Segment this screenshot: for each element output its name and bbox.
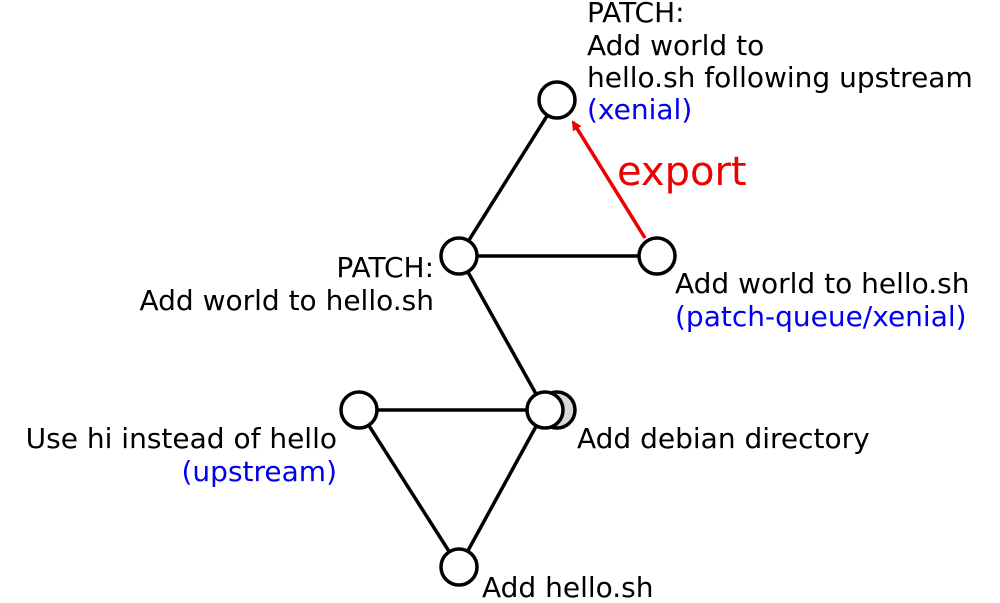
base-label: Add hello.sh bbox=[482, 571, 654, 603]
commit-node-base[interactable] bbox=[439, 547, 479, 587]
export-arrow bbox=[571, 120, 647, 239]
edge-patch-mid-to-patch-top bbox=[457, 99, 559, 257]
commit-node-upstream[interactable] bbox=[339, 390, 379, 430]
patch-mid-label-line2: Add world to hello.sh bbox=[139, 284, 434, 317]
upstream-label-line1: Use hi instead of hello bbox=[26, 422, 337, 455]
export-label: export bbox=[617, 149, 747, 195]
pq-label-line1: Add world to hello.sh bbox=[675, 267, 970, 300]
edge-debian-to-patch-mid bbox=[457, 255, 547, 411]
patch-top-label-line2: Add world to bbox=[587, 29, 764, 62]
edge-base-to-debian bbox=[457, 409, 547, 568]
debian-label: Add debian directory bbox=[577, 422, 870, 455]
commit-node-patch-mid[interactable] bbox=[439, 236, 479, 276]
patch-top-label-line3: hello.sh following upstream bbox=[587, 61, 973, 94]
commit-node-patch-top[interactable] bbox=[537, 80, 577, 120]
commit-node-patch-queue[interactable] bbox=[637, 236, 677, 276]
pq-ref-patch-queue-xenial: (patch-queue/xenial) bbox=[675, 300, 967, 333]
commit-node-debian[interactable] bbox=[525, 390, 565, 430]
patch-mid-label-line1: PATCH: bbox=[336, 251, 434, 284]
edge-base-to-upstream bbox=[357, 409, 461, 568]
patch-top-ref-xenial: (xenial) bbox=[587, 93, 692, 126]
upstream-ref: (upstream) bbox=[182, 455, 338, 488]
patch-top-label-line1: PATCH: bbox=[587, 0, 685, 29]
